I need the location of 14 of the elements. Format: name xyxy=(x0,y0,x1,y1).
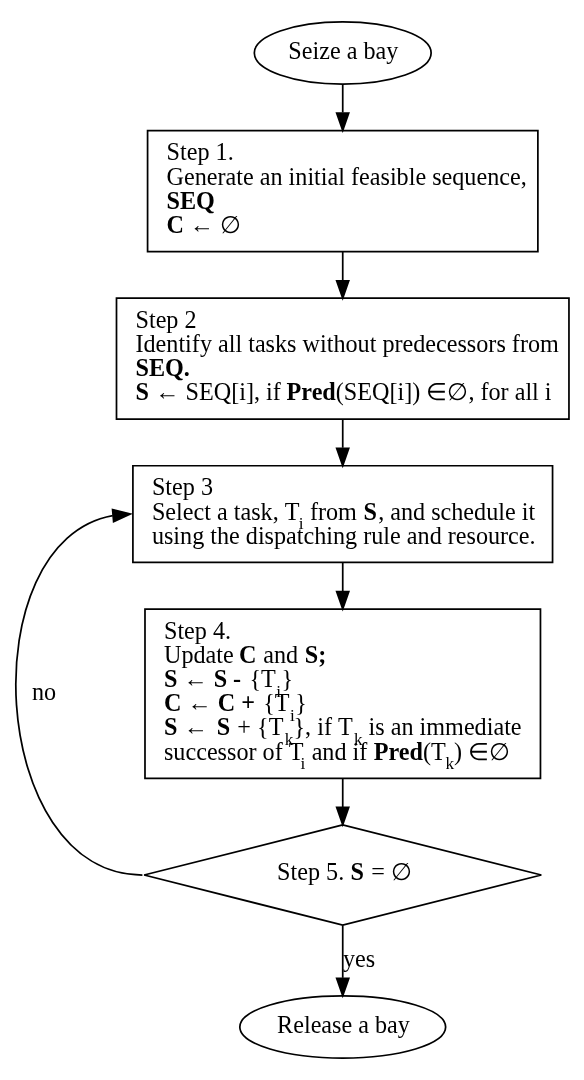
node-ellipse: Seize a bay xyxy=(253,21,432,85)
arrow xyxy=(335,83,350,133)
node-box: Step 3 Select a task, T$_{i}$ from S, and schedule it using the dispatching rule and resource. xyxy=(132,464,554,564)
node-ellipse: Release a bay xyxy=(238,995,447,1059)
node-box: Step 1. Generate an initial feasible sequence, SEQ C ← ∅ xyxy=(146,129,539,253)
arrow xyxy=(335,777,350,828)
node-diamond: Step 5. S = ∅ xyxy=(143,824,543,926)
node-box: Step 2 Identify all tasks without predecessors from SEQ. S ← SEQ[i], if Pred(SEQ[i]) ∈∅, for all i xyxy=(115,297,570,420)
arrow xyxy=(15,508,144,876)
edge-label: no xyxy=(31,678,57,706)
arrow xyxy=(335,924,350,999)
arrow xyxy=(335,418,350,469)
arrow xyxy=(335,250,350,301)
arrow xyxy=(335,561,350,612)
